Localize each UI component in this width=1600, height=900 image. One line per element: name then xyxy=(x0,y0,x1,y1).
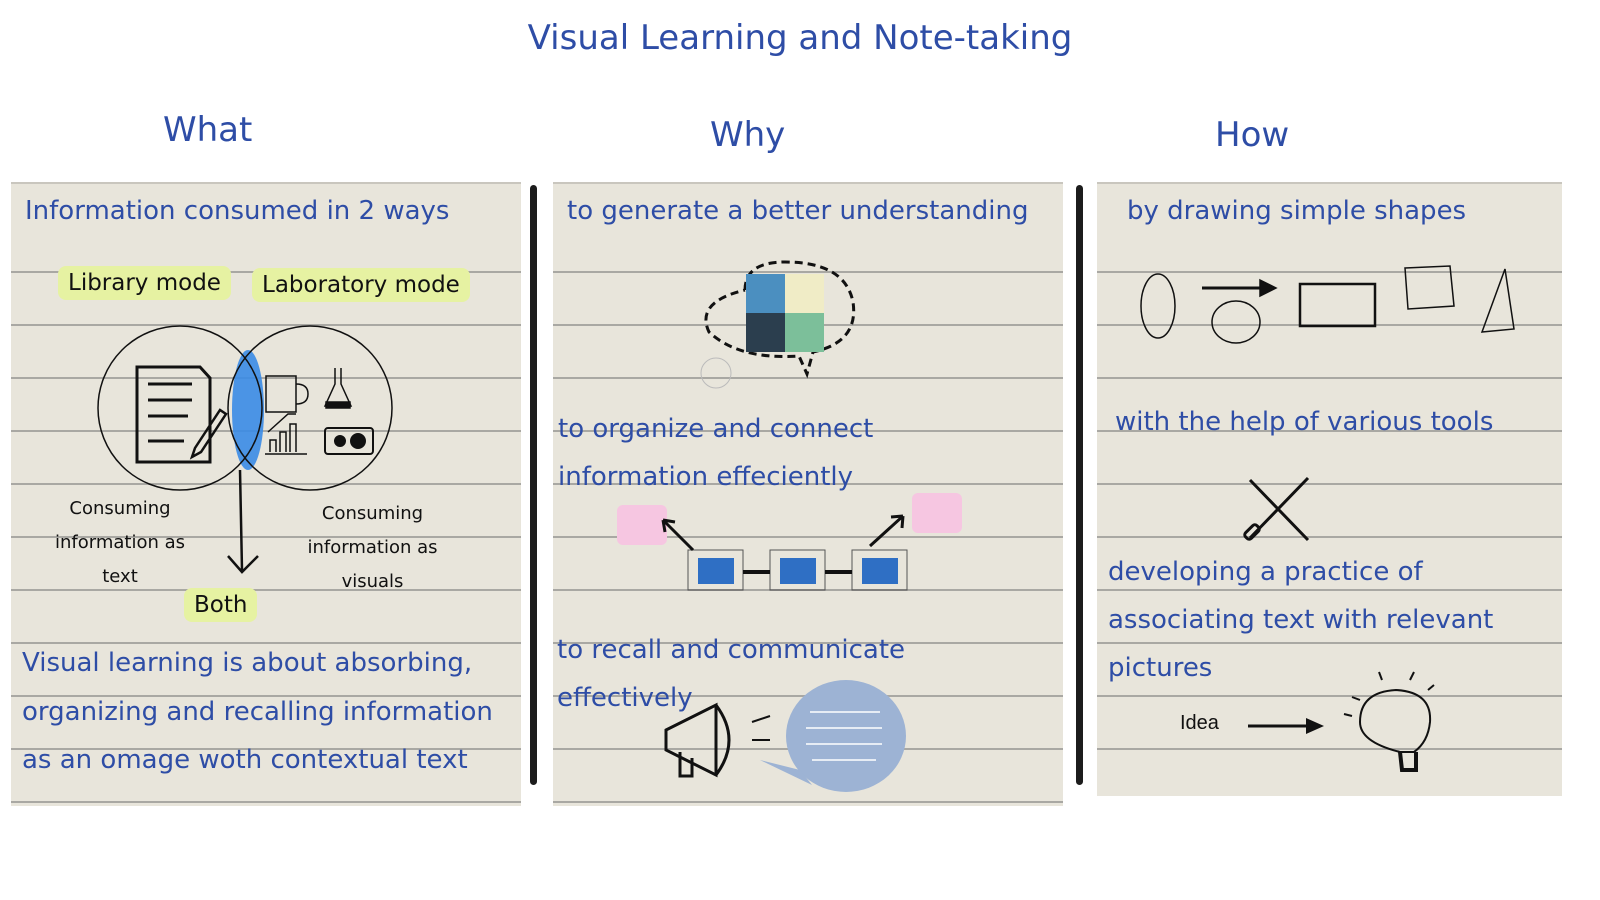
idea-label: Idea xyxy=(1180,712,1219,734)
how-method-1: by drawing simple shapes xyxy=(1127,196,1467,226)
idea-arrow-icon xyxy=(1248,718,1324,734)
summary-line: organizing and recalling information xyxy=(22,697,493,727)
arrow-down-icon xyxy=(227,469,259,574)
column-divider xyxy=(1076,185,1083,785)
library-mode-tag: Library mode xyxy=(58,266,231,300)
caption-line: information as xyxy=(307,537,438,558)
visual-caption: Consuming information as visuals xyxy=(290,497,455,599)
megaphone-speech-icon xyxy=(664,680,906,792)
gears-icon xyxy=(324,427,374,455)
heading-what: What xyxy=(163,110,253,150)
bar-chart-icon xyxy=(265,413,307,455)
why-reason-1: to generate a better understanding xyxy=(567,196,1029,226)
caption-line: information as xyxy=(54,532,186,553)
summary-line: Visual learning is about absorbing, xyxy=(22,648,473,678)
venn-circle-visual xyxy=(227,325,393,491)
page-title: Visual Learning and Note-taking xyxy=(527,18,1073,58)
simple-shapes-icons xyxy=(1140,265,1515,344)
puzzle-thought-icon xyxy=(700,260,856,389)
lightbulb-icon xyxy=(1343,671,1435,772)
caption-line: Consuming xyxy=(69,498,171,519)
how-method-2: with the help of various tools xyxy=(1115,407,1494,437)
mug-icon xyxy=(265,375,309,413)
caption-line: Consuming xyxy=(321,503,424,524)
how-method-3-line: pictures xyxy=(1108,653,1213,683)
what-intro: Information consumed in 2 ways xyxy=(25,196,450,226)
venn-circle-text xyxy=(97,325,263,491)
caption-line: text xyxy=(102,566,138,587)
heading-why: Why xyxy=(710,115,786,155)
laboratory-mode-tag: Laboratory mode xyxy=(252,268,470,302)
flask-icon xyxy=(323,368,353,409)
how-illustrations xyxy=(1140,265,1515,772)
both-tag: Both xyxy=(184,588,258,622)
heading-how: How xyxy=(1215,115,1290,155)
column-divider xyxy=(530,185,537,785)
caption-line: visuals xyxy=(341,571,404,592)
why-reason-2-line: to organize and connect xyxy=(558,414,874,444)
why-illustrations xyxy=(617,260,962,792)
text-caption: Consuming information as text xyxy=(40,492,200,594)
summary-line: as an omage woth contextual text xyxy=(22,745,468,775)
tools-icon xyxy=(1243,476,1310,542)
why-reason-3-line: effectively xyxy=(557,683,693,713)
venn-diagram xyxy=(97,325,393,574)
connected-nodes-icon xyxy=(617,493,962,591)
document-pencil-icon xyxy=(135,365,228,464)
how-method-3-line: associating text with relevant xyxy=(1108,605,1494,635)
why-reason-3-line: to recall and communicate xyxy=(557,635,906,665)
why-reason-2-line: information effeciently xyxy=(558,462,854,492)
how-method-3-line: developing a practice of xyxy=(1108,557,1423,587)
